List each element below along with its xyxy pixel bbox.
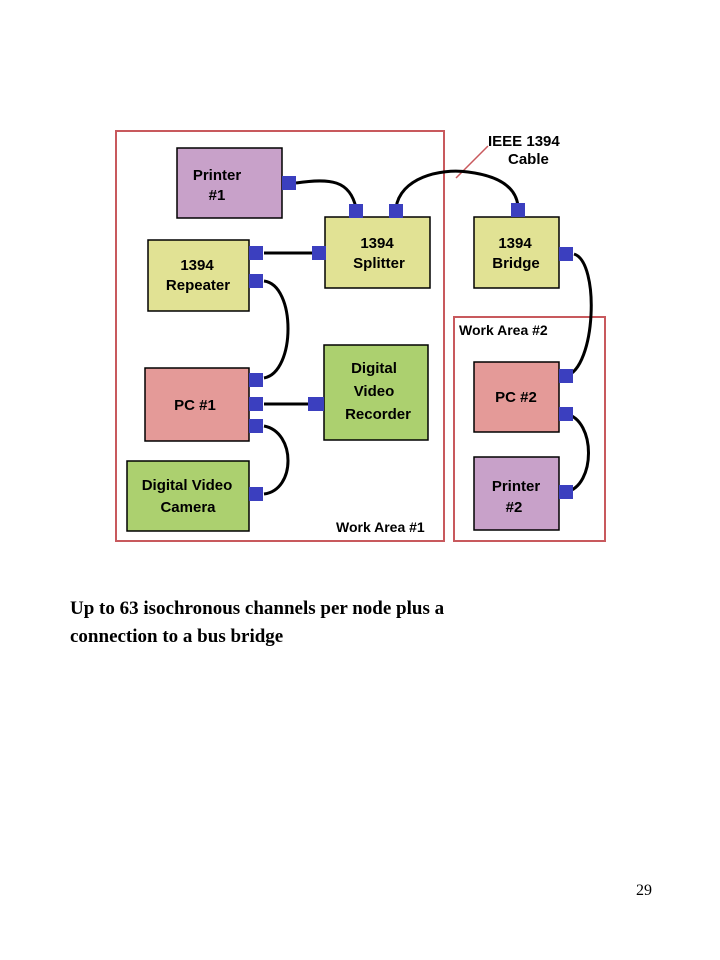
recorder-label-line1: Digital [351,360,397,377]
cable-label-line2: Cable [508,151,549,168]
splitter-label-line1: 1394 [360,235,394,252]
port-recorder-left [308,397,324,411]
camera-box [126,460,250,532]
splitter-label-line2: Splitter [353,255,405,272]
repeater-box [147,239,250,312]
cables [263,169,593,496]
bridge-label-line2: Bridge [492,255,540,272]
device-splitter: 1394 Splitter [324,216,431,289]
device-repeater: 1394 Repeater [147,239,250,312]
recorder-label-line3: Recorder [345,406,411,423]
port-pc2-right-bottom [559,407,573,421]
ports [249,176,573,501]
device-bridge: 1394 Bridge [473,216,560,289]
caption-line-2: connection to a bus bridge [70,626,284,647]
pc2-box [473,361,560,433]
network-diagram: Work Area #1 Work Area #2 IEEE 1394 Cabl… [115,130,606,542]
port-pc2-right-top [559,369,573,383]
port-repeater-right-top [249,246,263,260]
recorder-box [323,344,429,441]
device-recorder: Digital Video Recorder [323,344,429,441]
recorder-label-line2: Video [354,383,395,400]
caption: Up to 63 isochronous channels per node p… [70,595,590,651]
printer2-label-line2: #2 [506,499,523,516]
cable-bridge-pc2 [565,252,593,378]
caption-line-1: Up to 63 isochronous channels per node p… [70,598,445,619]
port-camera-right [249,487,263,501]
bridge-box [473,216,560,289]
printer2-label-line1: Printer [492,478,541,495]
printer1-label-line1: Printer [193,167,242,184]
port-pc1-right-1 [249,373,263,387]
port-printer1-right [282,176,296,190]
camera-label-line1: Digital Video [142,477,233,494]
port-bridge-top [511,203,525,217]
page-number: 29 [636,882,652,899]
repeater-label-line2: Repeater [166,277,230,294]
cable-pc1-camera [263,424,290,496]
device-camera: Digital Video Camera [126,460,250,532]
splitter-box [324,216,431,289]
repeater-label-line1: 1394 [180,257,214,274]
cable-label-line1: IEEE 1394 [488,133,560,150]
port-splitter-top-right [389,204,403,218]
cable-splitter-bridge [394,169,520,209]
device-pc1: PC #1 [144,367,250,442]
port-splitter-left [312,246,326,260]
work-area-1 [115,130,445,542]
pc1-box [144,367,250,442]
work-area-1-label: Work Area #1 [336,519,425,535]
pc2-label: PC #2 [495,389,537,406]
camera-label-line2: Camera [160,499,216,516]
port-pc1-right-2 [249,397,263,411]
device-printer2: Printer #2 [473,456,560,531]
pc1-label: PC #1 [174,397,216,414]
cable-printer1-splitter [295,179,358,209]
device-pc2: PC #2 [473,361,560,433]
port-repeater-right-bottom [249,274,263,288]
work-area-2-label: Work Area #2 [459,322,548,338]
device-printer1: Printer #1 [176,147,283,219]
cable-repeater-pc1 [263,279,290,380]
port-splitter-top-left [349,204,363,218]
port-printer2-right [559,485,573,499]
printer1-label-line2: #1 [209,187,226,204]
port-bridge-right [559,247,573,261]
work-area-2 [453,316,606,542]
cable-pc2-printer2 [565,412,590,494]
printer1-box [176,147,283,219]
port-pc1-right-3 [249,419,263,433]
bridge-label-line1: 1394 [498,235,532,252]
